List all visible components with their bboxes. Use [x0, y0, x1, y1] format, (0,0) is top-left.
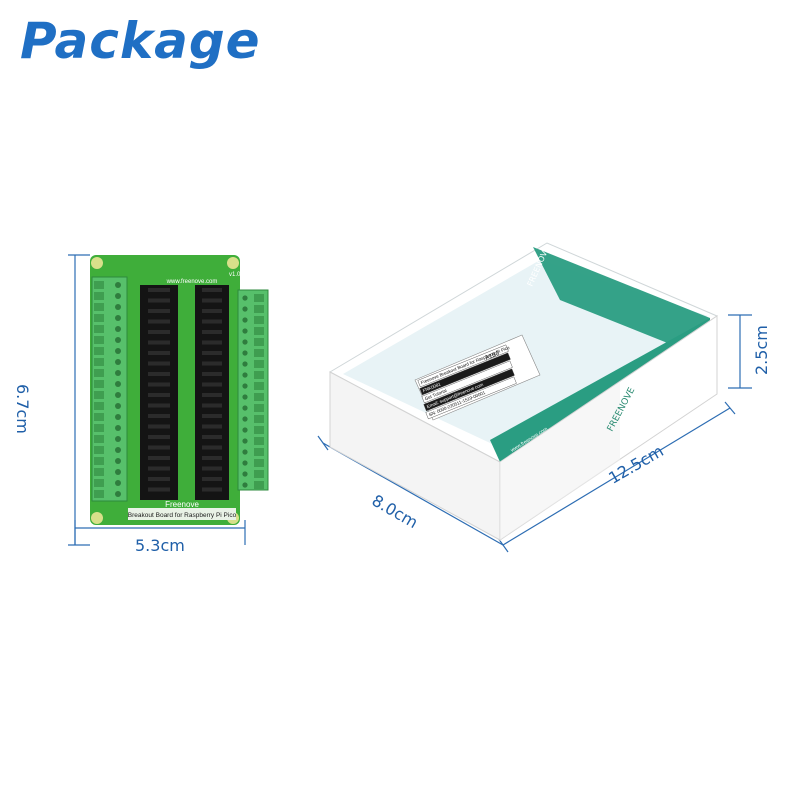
board-height-label: 6.7cm [13, 384, 32, 434]
box-label-line: FNK0081 [422, 381, 442, 393]
board-dimension-lines [68, 254, 246, 546]
box-height-label: 2.5cm [752, 325, 771, 375]
page-title: Package [20, 12, 261, 70]
box-label-tag: A1B0 [485, 351, 501, 362]
board-width-label: 5.3cm [135, 536, 185, 555]
board-model-text: Breakout Board for Raspberry Pi Pico [128, 512, 237, 519]
breakout-board: www.freenove.com v1.0 Freenove Breakout … [90, 255, 269, 525]
board-version-text: v1.0 [229, 272, 241, 278]
board-brand-text: Freenove [165, 500, 199, 509]
board-url-text: www.freenove.com [166, 279, 218, 285]
product-box: Freenove Breakout Board for Raspberry Pi… [328, 242, 719, 541]
